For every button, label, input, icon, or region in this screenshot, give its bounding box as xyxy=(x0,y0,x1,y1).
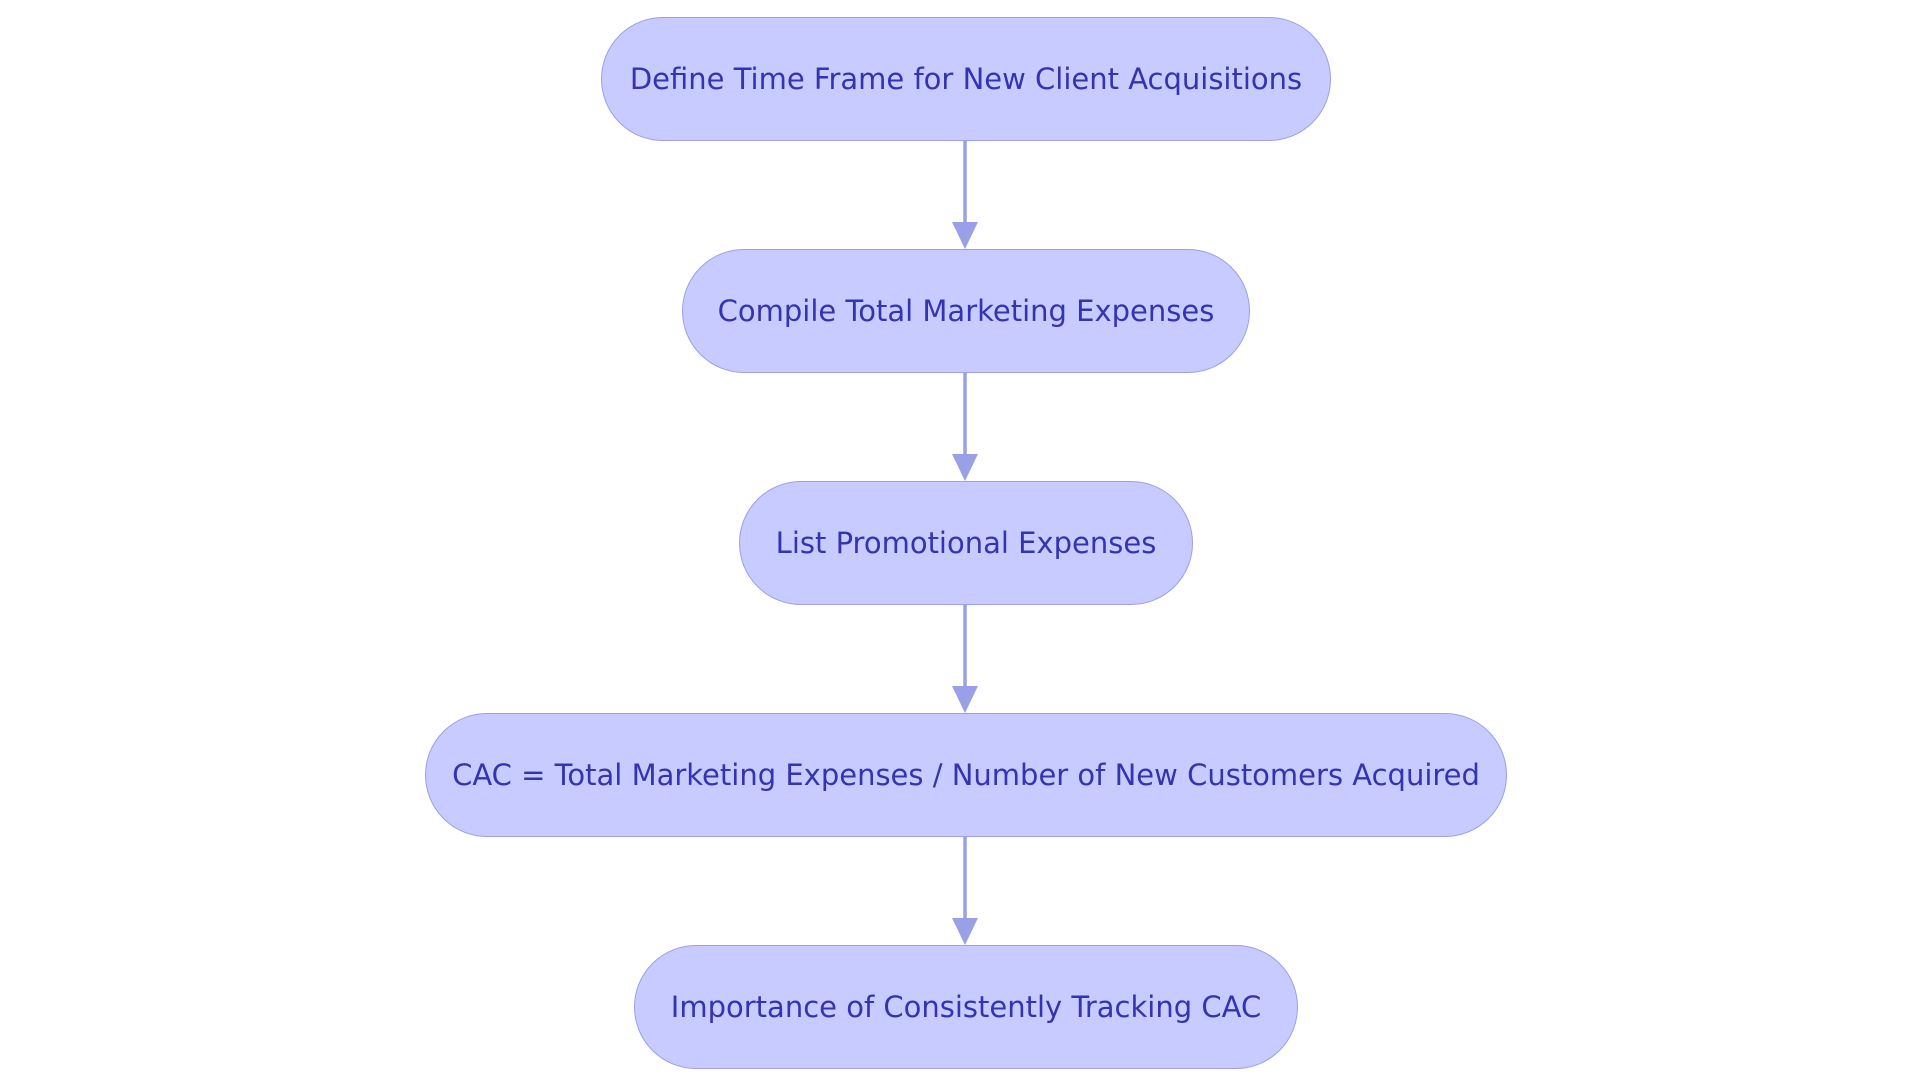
node-label: List Promotional Expenses xyxy=(775,526,1157,560)
node-tracking-importance: Importance of Consistently Tracking CAC xyxy=(634,945,1298,1069)
node-cac-formula: CAC = Total Marketing Expenses / Number … xyxy=(425,713,1507,837)
edge-n2-n3 xyxy=(952,373,978,481)
node-label: Compile Total Marketing Expenses xyxy=(717,294,1215,328)
edge-n3-n4 xyxy=(952,605,978,713)
node-label: Define Time Frame for New Client Acquisi… xyxy=(629,62,1303,96)
node-compile-marketing-expenses: Compile Total Marketing Expenses xyxy=(682,249,1250,373)
arrowhead-icon xyxy=(952,222,978,249)
node-label: Importance of Consistently Tracking CAC xyxy=(670,990,1262,1024)
node-label: CAC = Total Marketing Expenses / Number … xyxy=(452,758,1480,792)
arrowhead-icon xyxy=(952,686,978,713)
arrowhead-icon xyxy=(952,454,978,481)
edge-n1-n2 xyxy=(952,141,978,249)
edge-n4-n5 xyxy=(952,837,978,945)
arrowhead-icon xyxy=(952,918,978,945)
node-define-time-frame: Define Time Frame for New Client Acquisi… xyxy=(601,17,1331,141)
node-list-promotional-expenses: List Promotional Expenses xyxy=(739,481,1193,605)
